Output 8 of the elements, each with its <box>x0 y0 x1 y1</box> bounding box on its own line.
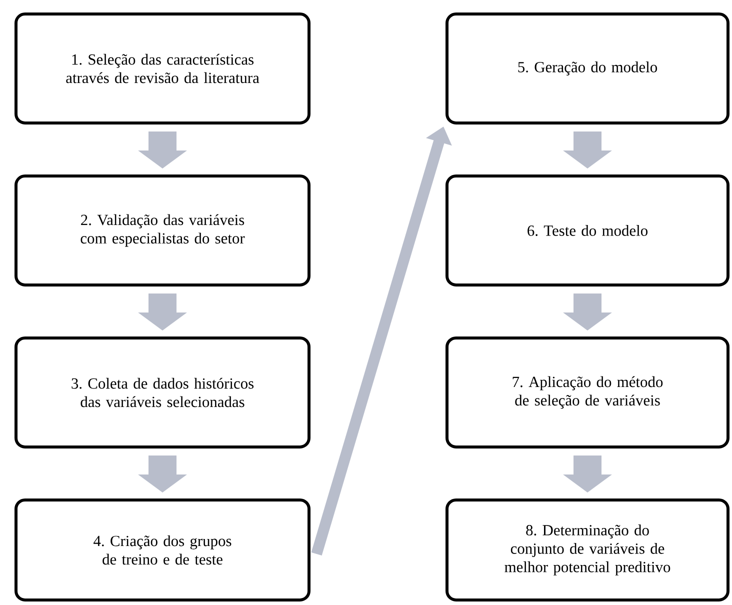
process-box: 5. Geração do modelo <box>446 12 730 124</box>
process-box: 3. Coleta de dados históricos das variáveis selecionadas <box>14 336 310 448</box>
process-box: 1. Seleção das características através de revisão da literatura <box>14 12 310 124</box>
process-box: 2. Validação das variáveis com especialistas do setor <box>14 174 310 286</box>
process-box: 8. Determinação do conjunto de variáveis de melhor potencial preditivo <box>446 498 730 602</box>
process-box: 7. Aplicação do método de seleção de variáveis <box>446 336 730 448</box>
process-box: 4. Criação dos grupos de treino e de teste <box>14 498 310 602</box>
process-box: 6. Teste do modelo <box>446 174 730 286</box>
